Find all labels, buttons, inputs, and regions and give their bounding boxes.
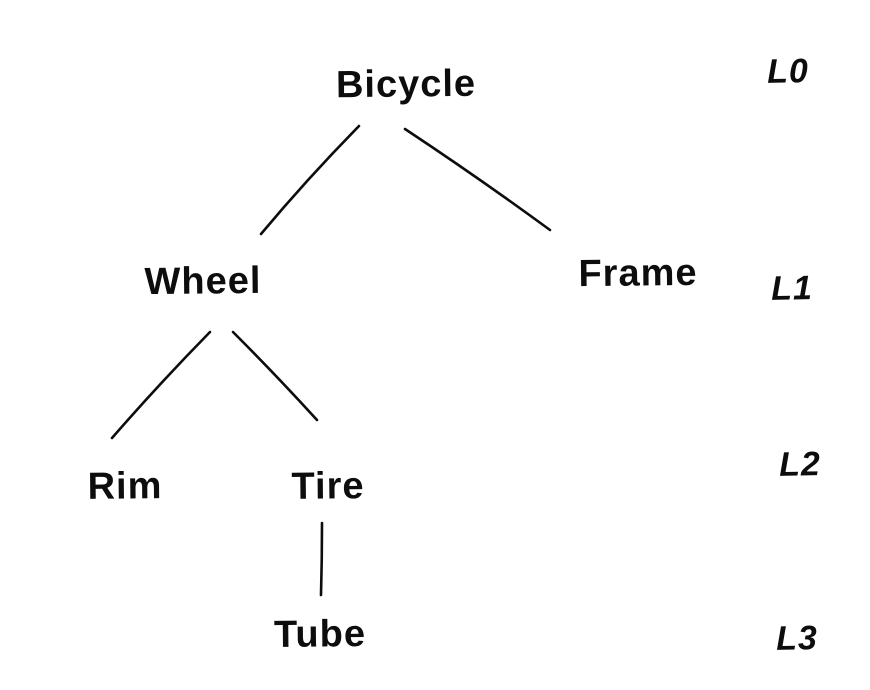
edge-bicycle-wheel [259,124,361,236]
node-tire: Tire [291,465,365,508]
level-label-l3: L3 [775,619,819,658]
node-tube: Tube [273,613,367,656]
node-wheel: Wheel [144,259,262,304]
node-frame: Frame [578,251,698,296]
edge-bicycle-frame [403,127,552,232]
level-label-l0: L0 [766,52,810,91]
edge-wheel-tire [231,330,319,422]
node-bicycle: Bicycle [335,62,477,107]
edge-wheel-rim [110,330,212,440]
level-label-l1: L1 [770,269,814,308]
level-label-l2: L2 [778,445,822,484]
node-rim: Rim [87,465,163,508]
edge-tire-tube [319,521,324,597]
